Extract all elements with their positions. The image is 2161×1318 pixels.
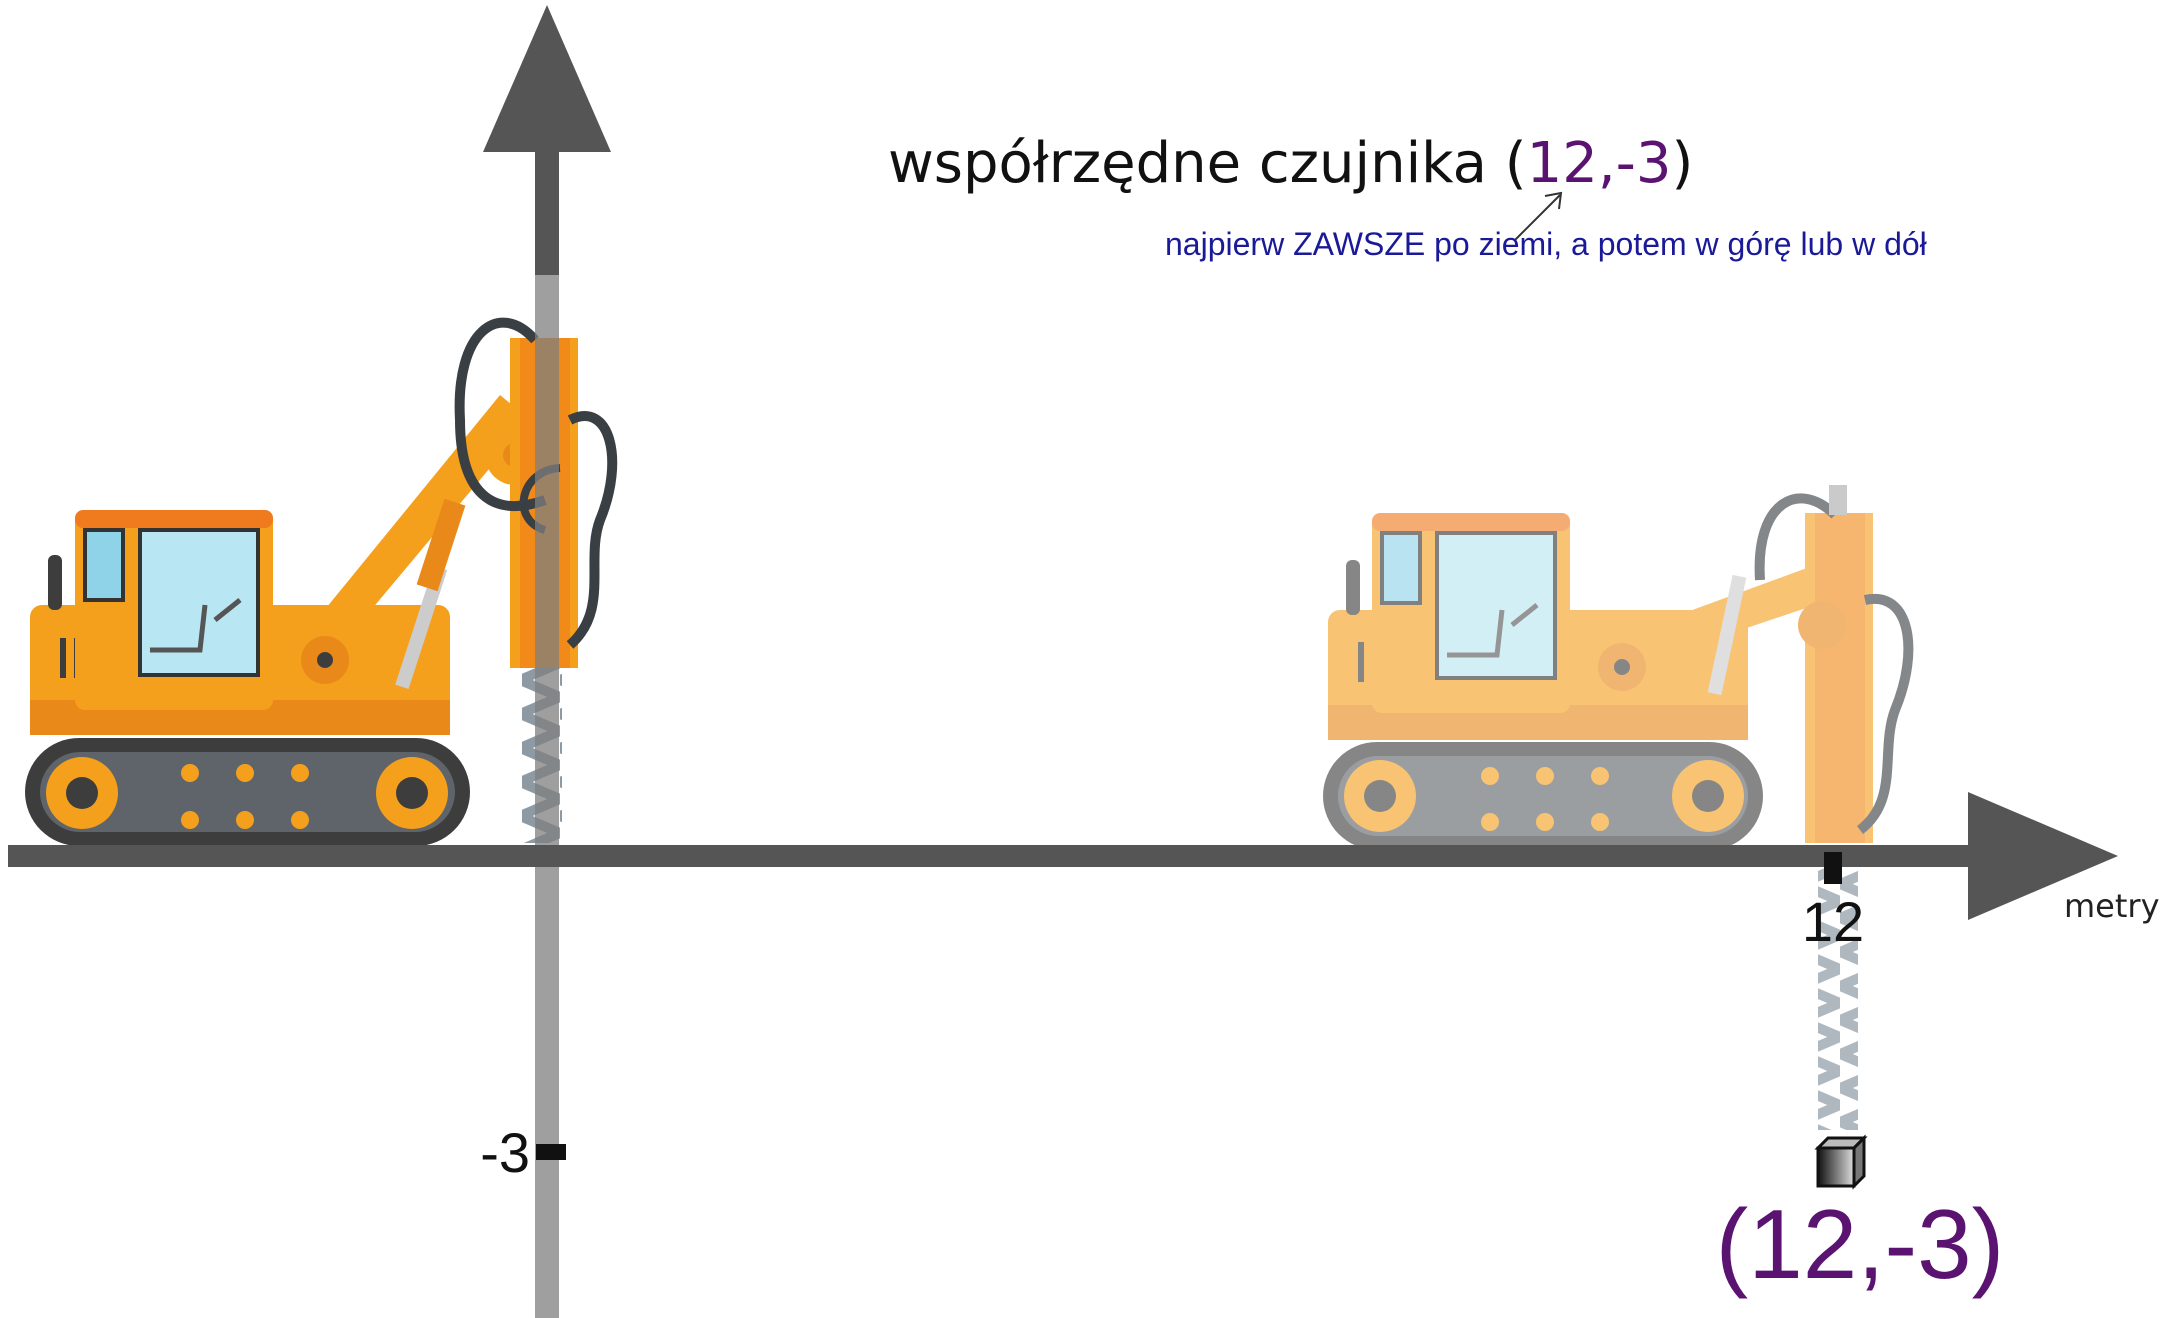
x-axis: [8, 845, 2008, 867]
y-tick-label: -3: [480, 1121, 530, 1184]
point-coordinates-label: (12,-3): [1716, 1189, 2005, 1299]
x-axis-unit-label: metry: [2064, 887, 2160, 925]
note-text: najpierw ZAWSZE po ziemi, a potem w górę…: [1165, 226, 1927, 262]
y-axis-upper: [535, 130, 559, 275]
drilling-rig-icon: [25, 317, 618, 846]
drill-auger-icon: [1818, 855, 1858, 1130]
y-axis-arrowhead: [483, 5, 611, 152]
x-axis-arrowhead: [1968, 792, 2118, 920]
title: współrzędne czujnika (12,-3): [888, 131, 1693, 196]
y-tick-mark: [536, 1144, 566, 1160]
pointer-arrow-icon: [1514, 191, 1563, 241]
title-coordinates: 12,-3: [1527, 131, 1672, 196]
x-tick-mark: [1824, 852, 1842, 884]
sensor-cube-icon: [1814, 1134, 1868, 1190]
y-axis-lower: [535, 275, 559, 1318]
title-suffix: ): [1671, 131, 1693, 196]
x-tick-label: 12: [1802, 890, 1864, 953]
title-prefix: współrzędne czujnika (: [888, 131, 1527, 196]
drilling-rig-faded-icon: [1323, 485, 1914, 850]
